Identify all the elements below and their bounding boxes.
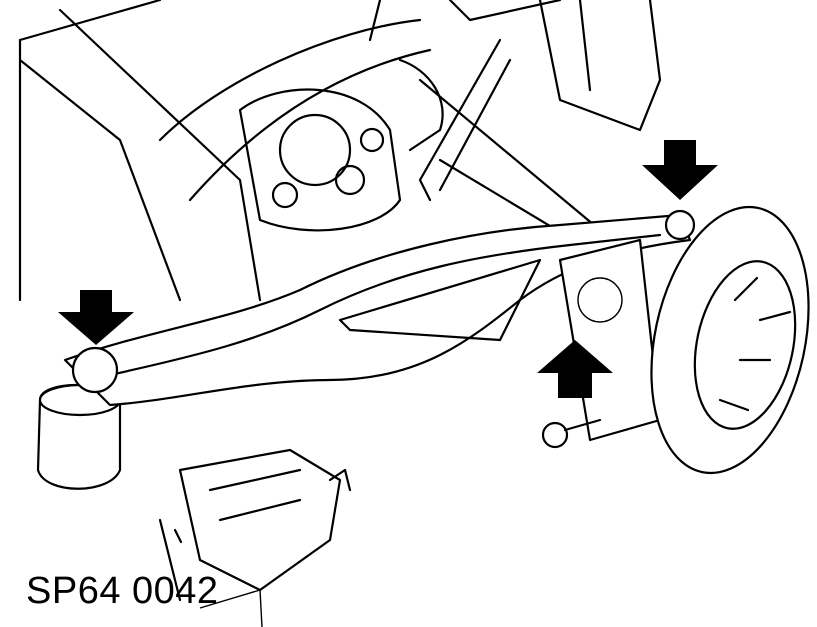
bushing [36,383,122,490]
differential-housing [238,58,444,232]
mounting-bracket [158,448,352,627]
outer-upper-mount-arrow [642,140,718,200]
figure-reference-label: SP64 0042 [26,570,219,612]
subframe-structure [18,0,662,302]
inner-mount-arrow [58,290,134,345]
lower-hub-arrow [537,340,613,398]
